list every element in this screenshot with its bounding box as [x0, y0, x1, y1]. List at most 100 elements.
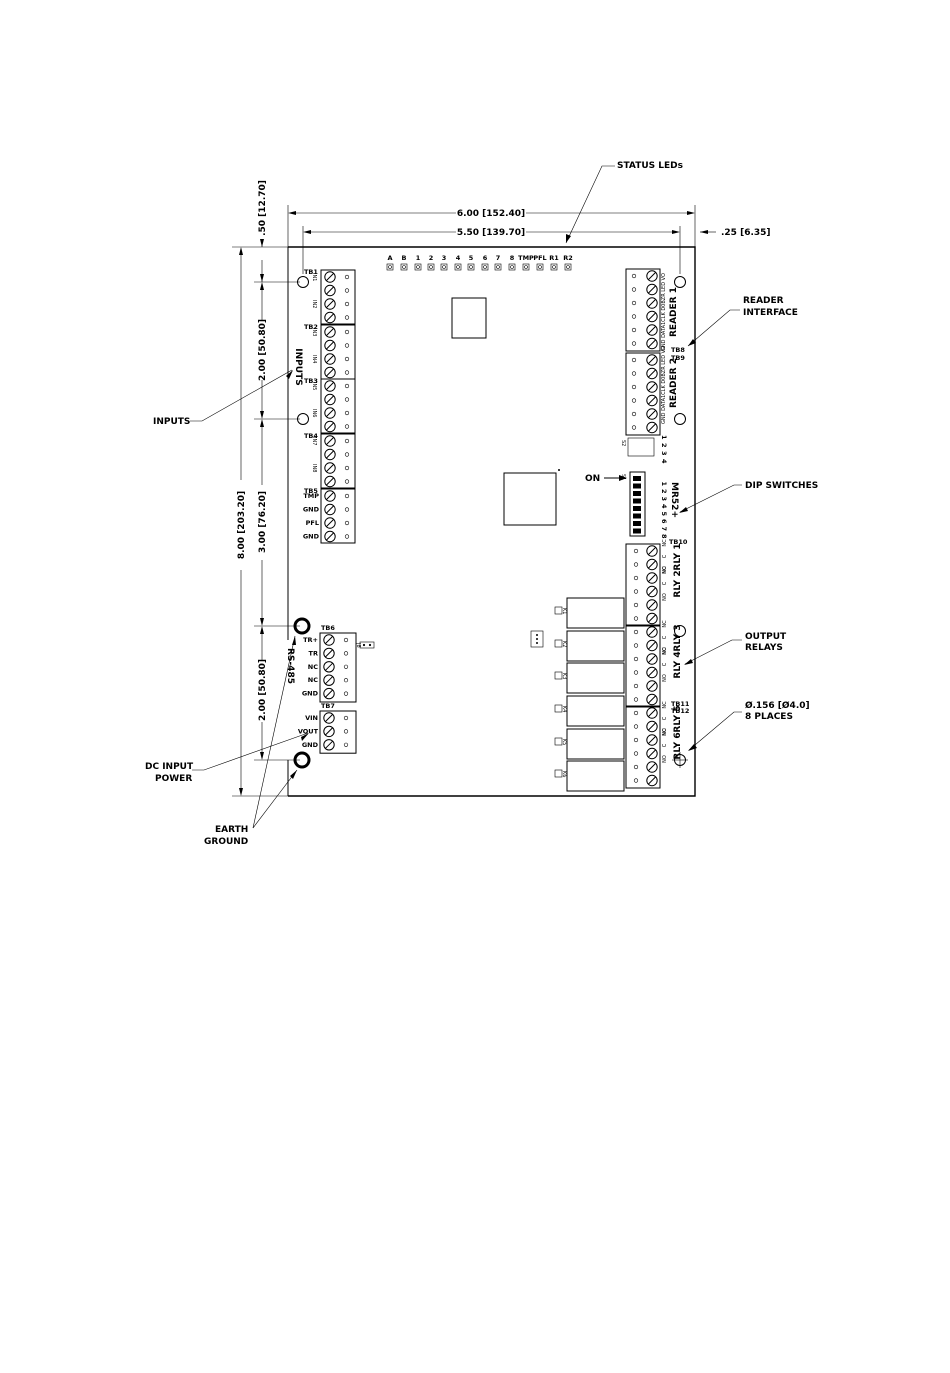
mount-hole	[297, 413, 309, 425]
pin-hole	[344, 383, 350, 389]
jumper-j8: J8	[355, 641, 375, 649]
svg-text:STATUS LEDs: STATUS LEDs	[617, 161, 683, 171]
dip-toggle	[633, 528, 641, 534]
terminal-screw	[646, 572, 658, 584]
reader2-label: READER 2	[669, 358, 679, 408]
relay-label: RLY 4	[673, 651, 683, 678]
dip-toggle	[633, 521, 641, 526]
dip-number: 1	[660, 435, 668, 440]
relay-6: K6	[554, 760, 625, 792]
pin-hole	[344, 274, 350, 280]
terminal-screw	[646, 707, 658, 719]
input-pin-label: IN2	[311, 300, 317, 308]
pin-hole	[631, 357, 637, 363]
tb-label: TB5	[304, 487, 318, 495]
led-label: TMP	[518, 254, 534, 262]
dimension-right-offset: .25 [6.35]	[700, 228, 771, 238]
relay-pin-label: NO	[662, 674, 668, 682]
terminal-screw	[324, 380, 336, 392]
pin-hole	[343, 664, 349, 669]
pin-hole	[633, 778, 639, 783]
led-label: R2	[563, 254, 573, 262]
svg-text:POWER: POWER	[155, 774, 192, 784]
dip-toggle	[633, 483, 641, 489]
relay-pin-label: NC	[662, 728, 668, 736]
relay-k-label: K6	[561, 771, 567, 777]
top-offset-label: .50 [12.70]	[258, 180, 268, 236]
status-led	[414, 263, 422, 271]
pin-hole	[344, 356, 350, 362]
seg-bottom-label: 2.00 [50.80]	[258, 659, 268, 721]
seg-top-label: 2.00 [50.80]	[258, 319, 268, 381]
dip-toggle	[633, 506, 641, 511]
terminal-screw	[646, 626, 658, 638]
pin-hole	[633, 548, 639, 554]
relay-3: K3	[554, 662, 625, 694]
led-label: 4	[456, 254, 461, 262]
pin-hole	[343, 637, 349, 643]
model-label: MR52+	[669, 482, 679, 518]
pin-hole	[344, 465, 350, 471]
terminal-screw	[323, 647, 335, 660]
status-led	[564, 263, 572, 271]
pin-hole	[633, 724, 639, 729]
relay-k-label: K5	[561, 739, 567, 745]
svg-text:GROUND: GROUND	[204, 837, 248, 847]
terminal-screw	[646, 774, 658, 787]
pin-hole	[633, 589, 639, 594]
input-terminal-blocks: TB1IN1IN2TB2IN3IN4TB3IN5IN6TB4IN7IN8TB5T…	[303, 268, 356, 544]
pin-hole	[631, 384, 637, 390]
pin-hole	[344, 410, 350, 416]
led-label: 2	[429, 254, 434, 262]
terminal-screw	[646, 720, 658, 733]
pin-hole	[343, 729, 349, 734]
relay-pin-label: C	[662, 554, 668, 558]
reader-terminal-block	[625, 352, 661, 436]
terminal-screw	[646, 653, 658, 665]
pin-hole	[631, 327, 637, 333]
tb-label: TB6	[321, 624, 335, 632]
input-pin-label: IN5	[311, 382, 317, 390]
reader2-pins: GND DATA1CLK D0BZR LED VO	[661, 346, 667, 424]
reader1-label: READER 1	[669, 287, 679, 337]
relay-4: K4	[554, 695, 625, 727]
input-pin-label: GND	[303, 506, 320, 514]
pin-hole	[344, 452, 350, 457]
relay-k-label: K2	[561, 641, 567, 647]
width-total-label: 6.00 [152.40]	[457, 209, 525, 219]
input-pin-label: IN1	[311, 273, 317, 281]
terminal-screw	[646, 381, 658, 393]
dip-number: 1	[660, 482, 668, 487]
board-outline	[287, 246, 696, 797]
pin-hole	[633, 575, 639, 581]
terminal-screw	[324, 407, 336, 419]
terminal-screw	[324, 271, 336, 283]
relay-k-label: K3	[561, 673, 567, 679]
terminal-screw	[323, 739, 335, 751]
terminal-screw	[646, 680, 658, 692]
input-pin-label: IN7	[311, 437, 317, 445]
svg-text:INPUTS: INPUTS	[153, 417, 190, 427]
pin-hole	[633, 737, 639, 743]
svg-text:DC INPUT: DC INPUT	[145, 762, 194, 772]
pin-hole	[633, 710, 639, 716]
pin-label: TR	[309, 649, 318, 657]
pin-hole	[343, 715, 349, 721]
pin-hole	[633, 670, 639, 675]
dip-number: 5	[660, 512, 668, 517]
led-label: 5	[469, 254, 474, 262]
terminal-screw	[646, 337, 658, 350]
relay-label: RLY 6	[673, 732, 683, 759]
on-indicator: ON	[585, 474, 627, 484]
terminal-screw	[324, 517, 336, 529]
relay-k-label: K1	[561, 608, 567, 614]
terminal-screw	[324, 503, 336, 516]
pin-hole	[344, 370, 350, 375]
callout-mount-holes: Ø.156 [Ø4.0] 8 PLACES	[688, 700, 810, 751]
reader-terminal-block	[625, 268, 661, 352]
pin-label: GND	[302, 741, 319, 749]
relay-pin-label: C	[662, 581, 668, 585]
terminal-screw	[646, 666, 658, 679]
